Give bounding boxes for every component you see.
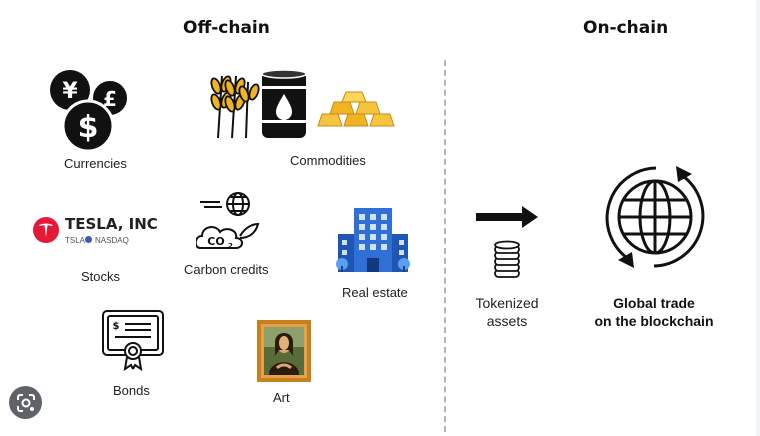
tokenized-assets-label: Tokenized assets [462,294,552,330]
svg-text:$: $ [78,110,99,145]
wheat-oil-gold-icon [204,68,404,142]
global-trade-label: Global trade on the blockchain [574,294,734,330]
art-label: Art [273,390,290,405]
stocks-label: Stocks [81,269,121,284]
currencies-label: Currencies [64,156,127,171]
bonds-label: Bonds [113,383,150,398]
offchain-heading: Off-chain [183,18,270,38]
svg-text:$: $ [113,321,120,332]
arrow-right-icon [476,206,540,228]
tesla-ticker: TSLA [65,236,86,245]
tesla-logo: TESLA, INC TSLA NASDAQ [32,214,162,250]
global-line1: Global trade [613,295,695,311]
section-divider [444,60,446,432]
currency-coins-icon: ¥ £ $ [48,66,132,153]
globe-cycle-icon [598,160,712,274]
lens-icon [16,393,35,412]
carbon-credits-label: Carbon credits [184,262,269,277]
tokenized-line2: assets [486,313,528,329]
commodities-label: Commodities [290,153,366,168]
svg-text:£: £ [103,87,117,111]
building-icon [334,206,412,274]
carbon-credits-icon: CO 2 [194,190,262,252]
tesla-t-icon [33,217,59,243]
tesla-name: TESLA, INC [65,215,158,233]
onchain-heading: On-chain [583,18,669,38]
tokenized-line1: Tokenized [475,295,539,311]
real-estate-label: Real estate [342,285,408,300]
mona-lisa-painting-icon [257,320,311,382]
global-line2: on the blockchain [594,313,714,329]
page-edge [756,0,760,436]
svg-text:CO: CO [207,235,224,248]
bond-certificate-icon: $ [101,309,165,372]
svg-text:¥: ¥ [62,79,78,104]
us-flag-icon [85,236,92,243]
coin-stack-icon [492,240,522,280]
svg-text:2: 2 [228,242,233,250]
lens-button[interactable] [9,386,42,419]
tesla-exchange: NASDAQ [95,236,129,245]
